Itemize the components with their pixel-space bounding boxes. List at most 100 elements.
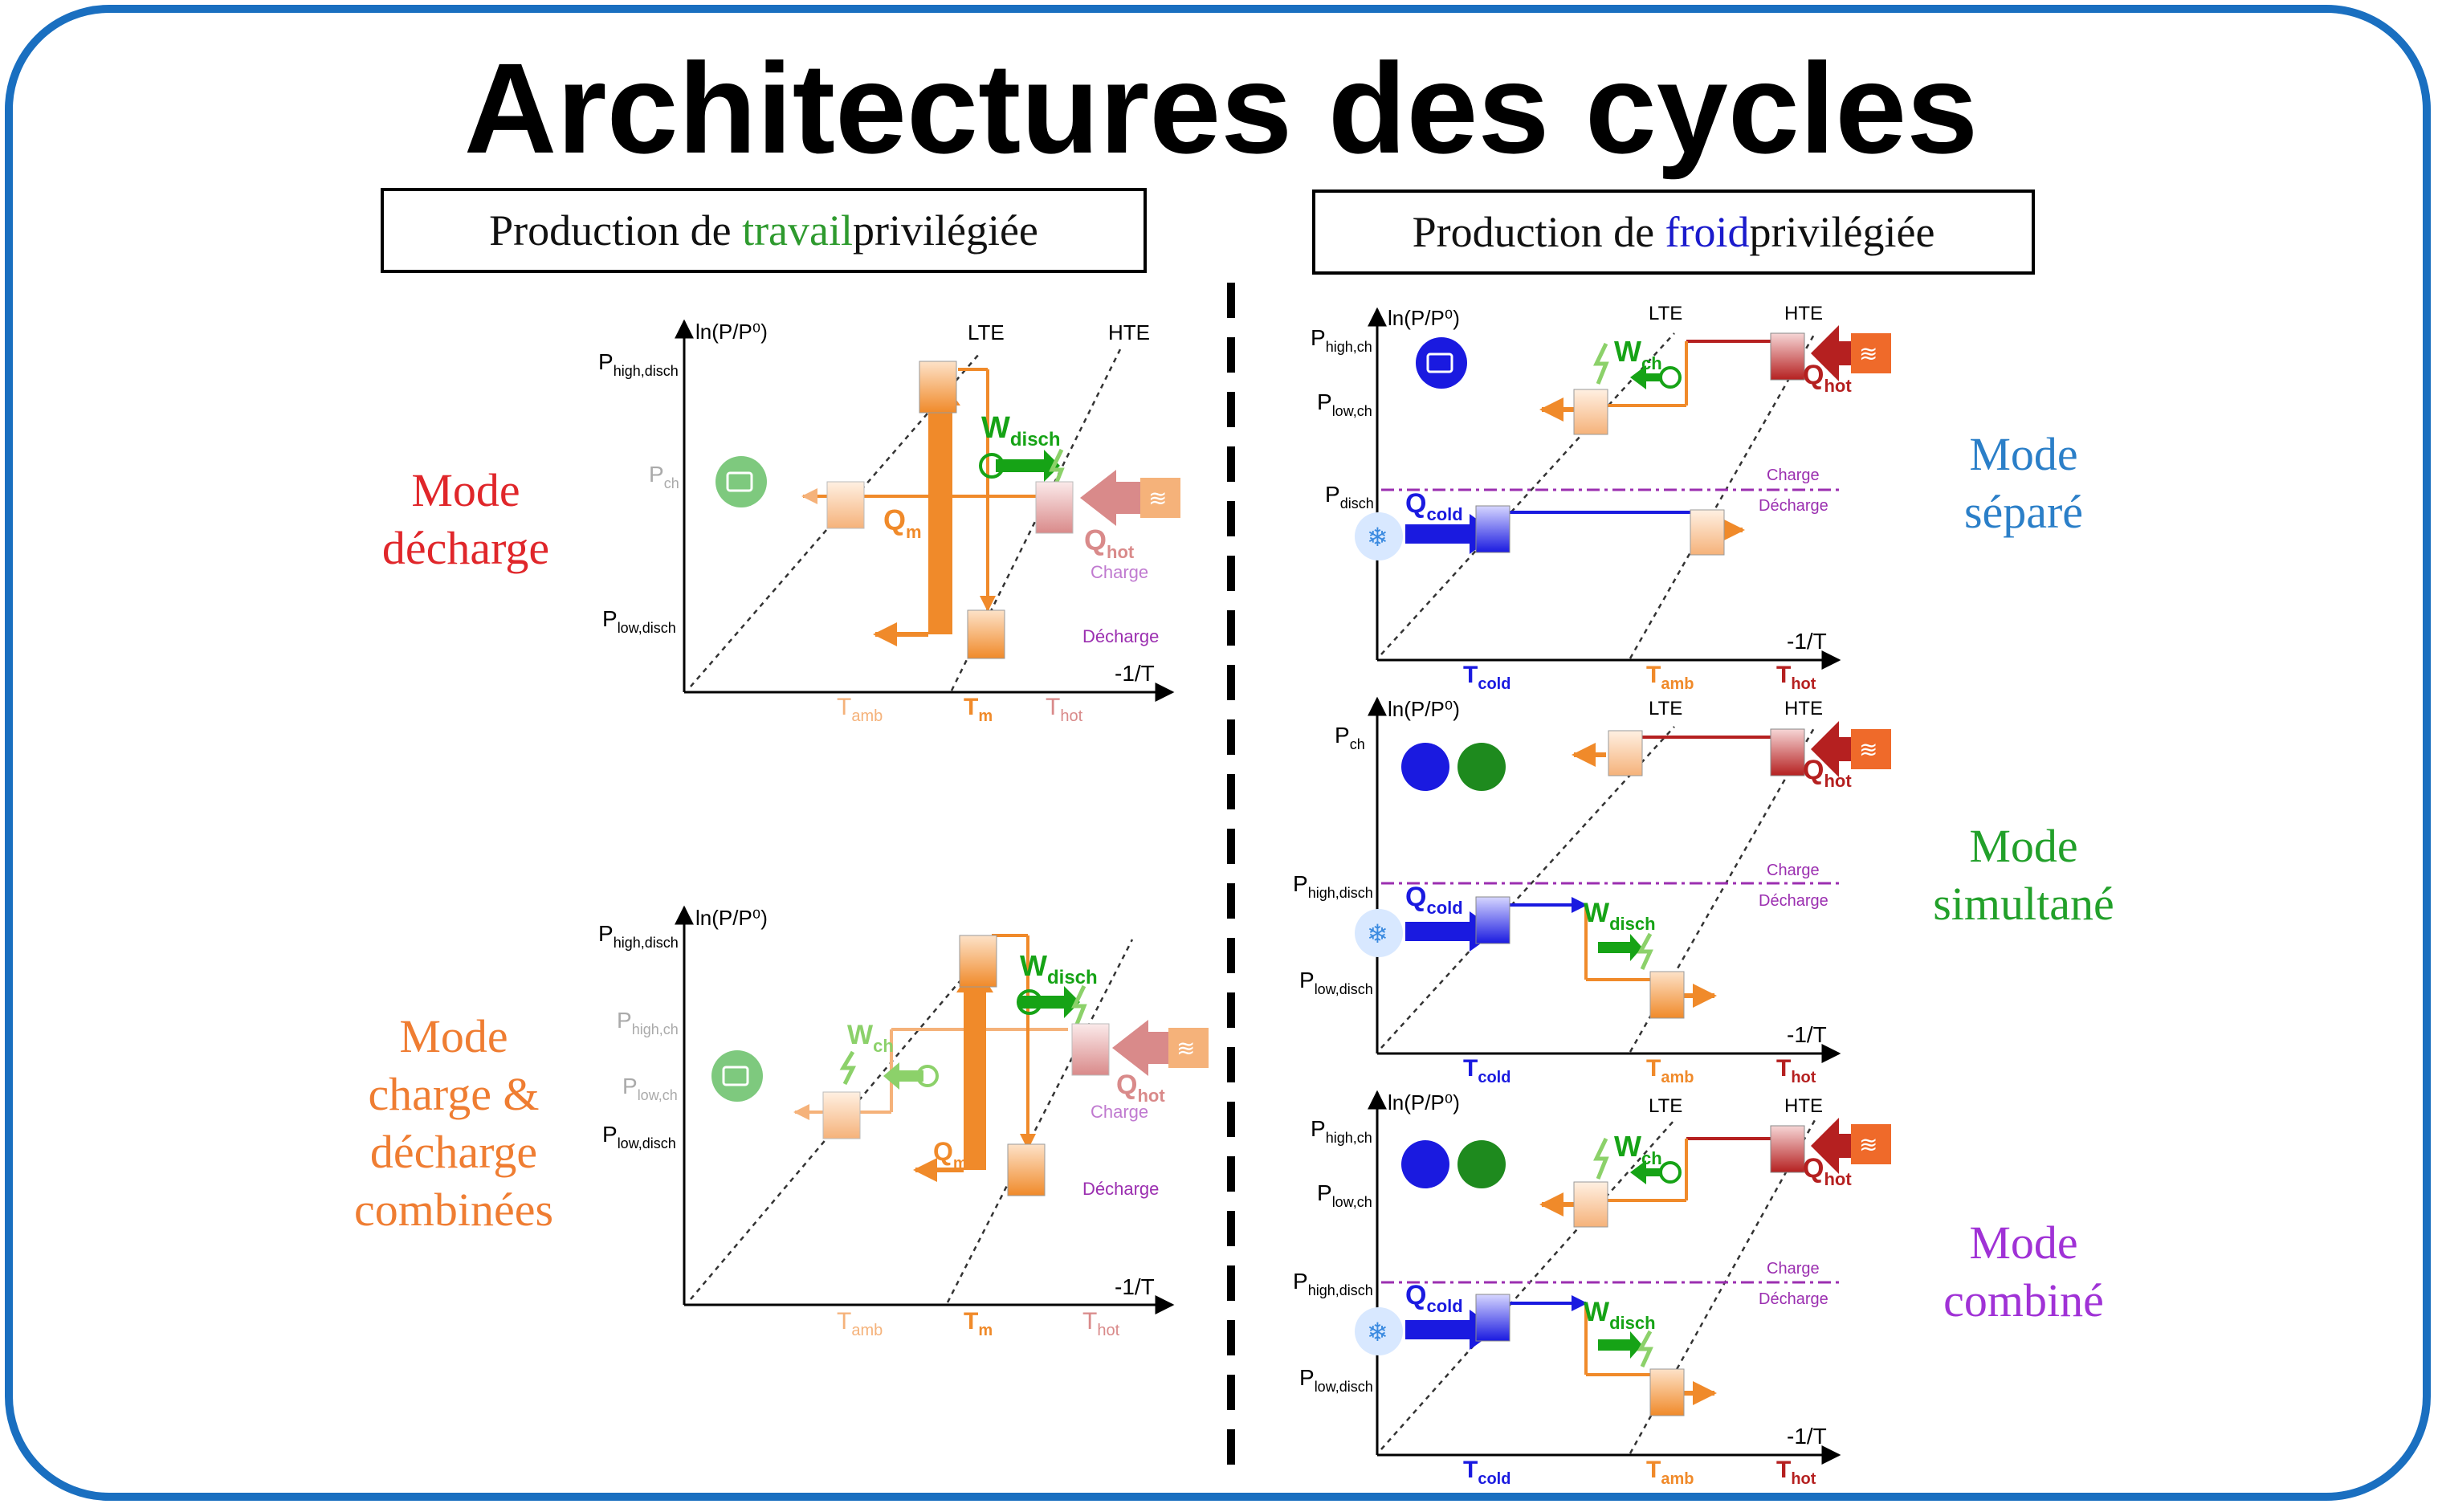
flow-w-disch: Wdisch (981, 411, 1061, 450)
heater-icon (1851, 333, 1891, 373)
reactor-lte-low (822, 1091, 861, 1139)
reactor-hot (1770, 728, 1805, 776)
hte-label: HTE (1784, 1095, 1823, 1117)
lightning-icon (1593, 1137, 1609, 1180)
reactor-lte-high (919, 361, 957, 414)
battery-icon (711, 1050, 763, 1102)
section-keyword-froid: froid (1665, 208, 1750, 256)
heater-glyph: ≋ (1859, 341, 1877, 366)
mode-word: Mode (399, 1010, 508, 1062)
flow-q-hot: Qhot (1116, 1070, 1165, 1106)
snowflake-icon (1355, 909, 1403, 957)
axis-x-label: -1/T (1787, 1424, 1827, 1449)
heater-glyph: ≋ (1859, 737, 1877, 762)
work-ch-arrow (1630, 365, 1662, 389)
mode-label-simultane: Mode simultané (1895, 817, 2152, 933)
hte-line (946, 939, 1134, 1303)
heater-glyph: ≋ (1176, 1036, 1195, 1061)
mode-name: simultané (1933, 878, 2114, 930)
heater-icon (1851, 1124, 1891, 1164)
heat-q-cold-arrow (1405, 1310, 1498, 1350)
pressure-p-high-disch: Phigh,disch (598, 921, 679, 951)
axis-x-label: -1/T (1115, 661, 1155, 686)
turbine-icon (979, 453, 1005, 479)
work-arrow (1598, 942, 1630, 953)
diagram-separe: ln(P/P⁰) -1/T LTE HTE Phigh,ch Plow,ch P… (1311, 303, 1891, 693)
flow-w-disch: Wdisch (1020, 949, 1098, 988)
charge-label: Charge (1091, 562, 1148, 582)
reactor-cold (1475, 505, 1510, 553)
charge-label: Charge (1091, 1102, 1148, 1122)
flow-w-ch: Wch (1614, 335, 1662, 373)
reactor-cold (1475, 1294, 1510, 1342)
lightning-icon (839, 1050, 857, 1086)
heat-q-hot-arrow (1811, 1118, 1871, 1174)
battery-icon-glyph (722, 1066, 749, 1086)
snowflake-icon (1355, 512, 1403, 560)
flow-w-ch: Wch (847, 1020, 894, 1056)
battery-icon (1457, 1140, 1506, 1188)
slide-frame (5, 5, 2431, 1501)
temp-t-amb: Tamb (837, 694, 883, 725)
axis-y-label: ln(P/P⁰) (695, 906, 768, 930)
mode-label-charge-decharge: Mode charge & décharge combinées (321, 1008, 586, 1239)
reactor-amb (1649, 971, 1685, 1019)
section-suffix: privilégiée (1749, 208, 1935, 256)
pressure-p-low-ch: Plow,ch (622, 1074, 678, 1103)
reactor-amb (1649, 1368, 1685, 1416)
lte-label: LTE (1649, 303, 1682, 324)
temp-t-cold: Tcold (1463, 1457, 1510, 1488)
decharge-label: Décharge (1082, 626, 1159, 646)
temp-t-hot: Thot (1046, 694, 1083, 725)
snowflake-icon (1355, 1307, 1403, 1355)
axis-x-label: -1/T (1115, 1274, 1155, 1299)
pressure-p-ch: Pch (649, 462, 679, 491)
mode-word: Mode (1969, 428, 2078, 480)
decharge-label: Décharge (1759, 892, 1828, 910)
lightning-icon (1637, 1330, 1653, 1368)
reactor-hte (1035, 481, 1074, 534)
pressure-p-high-ch: Phigh,ch (1311, 1116, 1372, 1146)
axis-y-label: ln(P/P⁰) (1388, 306, 1460, 330)
reactor-lte-high (1573, 1181, 1608, 1228)
decharge-label: Décharge (1082, 1179, 1159, 1199)
temp-t-hot: Thot (1776, 662, 1816, 693)
pressure-p-low-ch: Plow,ch (1317, 1180, 1372, 1210)
hte-label: HTE (1108, 320, 1150, 344)
reactor-mid-low (967, 609, 1005, 659)
snowflake-glyph: ❄ (1367, 919, 1388, 948)
pressure-p-low-disch: Plow,disch (602, 606, 676, 636)
pressure-p-low-ch: Plow,ch (1317, 389, 1372, 419)
flow-q-hot: Qhot (1803, 1153, 1852, 1189)
reactor-lte-high (1573, 389, 1608, 435)
temp-t-cold: Tcold (1463, 662, 1510, 693)
temp-t-hot: Thot (1776, 1457, 1816, 1488)
heat-q-cold-arrow (1405, 514, 1498, 554)
heater-glyph: ≋ (1859, 1132, 1877, 1157)
flow-q-hot: Qhot (1084, 524, 1135, 562)
axis-y-label: ln(P/P⁰) (695, 320, 768, 344)
heat-q-m-bar (964, 989, 986, 1170)
section-suffix: privilégiée (853, 206, 1038, 255)
work-arrow (996, 459, 1044, 472)
flow-q-cold: Qcold (1405, 488, 1463, 524)
snowflake-battery-glyph (1426, 353, 1453, 373)
diagram-simultane: ln(P/P⁰) -1/T LTE HTE Pch Phigh,disch Pl… (1293, 696, 1891, 1086)
temp-t-m: Tm (964, 1308, 993, 1339)
reactor-lte-low (826, 481, 865, 529)
mode-name: séparé (1963, 486, 2084, 538)
reactor-cold (1475, 896, 1510, 944)
pressure-p-ch: Pch (1335, 723, 1365, 752)
pressure-p-low-disch: Plow,disch (1299, 968, 1373, 997)
snowflake-battery-icon (1401, 1140, 1449, 1188)
temp-t-m: Tm (964, 694, 993, 725)
heat-q-hot-arrow (1811, 325, 1871, 381)
temp-t-hot: Thot (1082, 1308, 1120, 1339)
mode-name: décharge (381, 522, 550, 574)
pressure-p-high-disch: Phigh,disch (598, 349, 679, 379)
diagram-combine: ln(P/P⁰) -1/T LTE HTE Phigh,ch Plow,ch P… (1293, 1090, 1891, 1488)
mode-label-decharge: Mode décharge (337, 462, 594, 577)
battery-icon-glyph (726, 471, 753, 492)
lightning-icon (1637, 932, 1653, 971)
decharge-label: Décharge (1759, 497, 1828, 515)
